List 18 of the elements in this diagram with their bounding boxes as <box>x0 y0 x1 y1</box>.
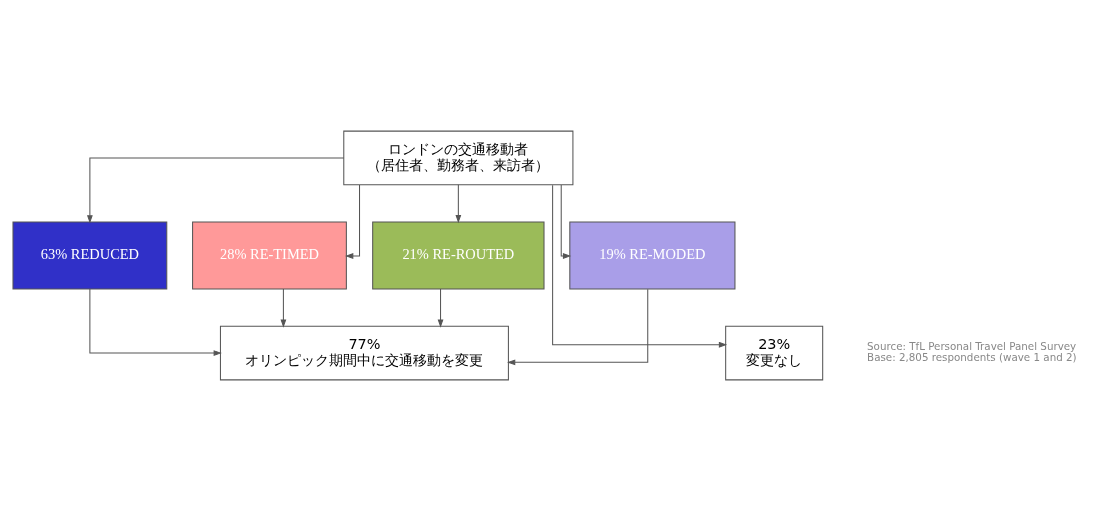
node-box: 63% REDUCED <box>12 220 168 290</box>
arrow <box>87 156 345 223</box>
node-box: 21% RE-ROUTED <box>372 220 545 290</box>
label: Source: TfL Personal Travel Panel Survey <box>867 339 1077 352</box>
arrow <box>552 184 728 348</box>
arrow <box>437 288 444 328</box>
node-box: 77% オリンピック期間中に交通移動を変更 <box>219 325 509 380</box>
node-box: 28% RE-TIMED <box>192 220 347 290</box>
label: Base: 2,805 respondents (wave 1 and 2) <box>867 350 1077 363</box>
arrow <box>455 183 462 223</box>
arrow <box>345 184 361 259</box>
arrow <box>507 288 649 365</box>
arrow <box>280 288 287 328</box>
arrow <box>560 184 572 259</box>
arrow <box>89 288 222 356</box>
node-box: 23% 変更なし <box>725 325 824 380</box>
node-box: 19% RE-MODED <box>569 220 736 290</box>
node-box: ロンドンの交通移動者 （居住者、勤務者、来訪者） <box>343 130 574 185</box>
